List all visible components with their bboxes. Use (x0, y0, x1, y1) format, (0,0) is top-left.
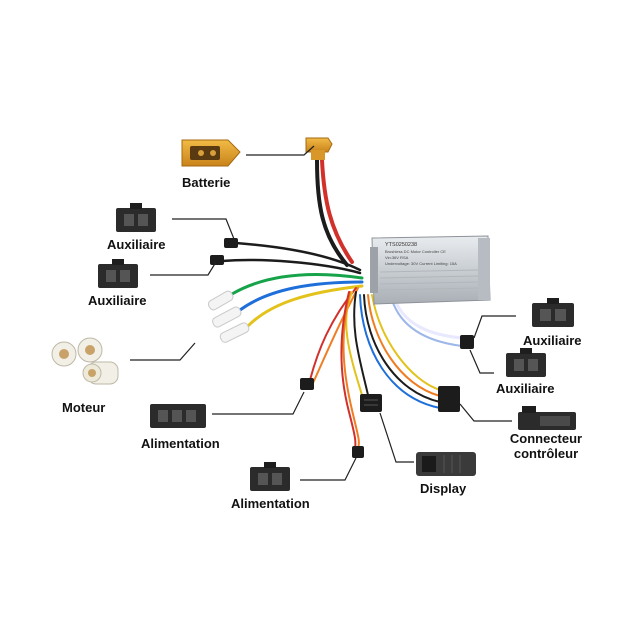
pointer-lines (130, 145, 516, 481)
motor-phase-connectors-icon (207, 290, 250, 343)
auxiliary-plug-icon-left-1 (224, 238, 238, 248)
auxiliary-plug-icon-left-2 (210, 255, 224, 265)
controller-label-line1: YTS0250238 (385, 242, 417, 248)
power-label-1: Alimentation (141, 436, 220, 451)
display-label: Display (420, 481, 467, 496)
auxiliary-connector-icon-left-2 (98, 259, 138, 288)
controller-label-line4: Undervoltage: 30V Current Limiting: 15A (385, 261, 457, 266)
power-connector-icon-2 (250, 462, 290, 491)
power-plug-icon-1 (300, 378, 314, 390)
battery-connector-icon (181, 139, 241, 167)
auxiliary-connector-icon-right-2 (506, 348, 546, 377)
auxiliary-label-right-2: Auxiliaire (496, 381, 555, 396)
auxiliary-label-right-1: Auxiliaire (523, 333, 582, 348)
controller-connector-icon (518, 406, 576, 430)
controller-battery-plug-icon (305, 137, 333, 160)
controller-connector-plug-icon (438, 386, 460, 412)
motor-label: Moteur (62, 400, 106, 415)
power-plug-icon-2 (352, 446, 364, 458)
controller-connector-label-line1: Connecteur (509, 431, 583, 446)
auxiliary-connector-icon-left-1 (116, 203, 156, 232)
auxiliary-plug-icon-right (460, 335, 474, 349)
motor-controller: YTS0250238 Brushless DC Motor Controller… (370, 235, 491, 305)
controller-connector-label: Connecteur contrôleur (506, 431, 586, 461)
power-label-2: Alimentation (231, 496, 310, 511)
display-connector-icon (416, 452, 476, 476)
auxiliary-connector-icon-right-1 (532, 298, 574, 327)
motor-connector-icon (51, 337, 119, 385)
controller-connector-label-line2: contrôleur (513, 446, 579, 461)
battery-label: Batterie (182, 175, 231, 190)
wire-harness (220, 158, 464, 451)
controller-label-line3: Vin:36V RSA (385, 255, 409, 260)
auxiliary-label-left-1: Auxiliaire (107, 237, 166, 252)
power-connector-icon-1 (150, 404, 206, 428)
controller-label-line2: Brushless DC Motor Controller CE (385, 249, 446, 254)
auxiliary-label-left-2: Auxiliaire (88, 293, 147, 308)
display-plug-icon (360, 394, 382, 412)
